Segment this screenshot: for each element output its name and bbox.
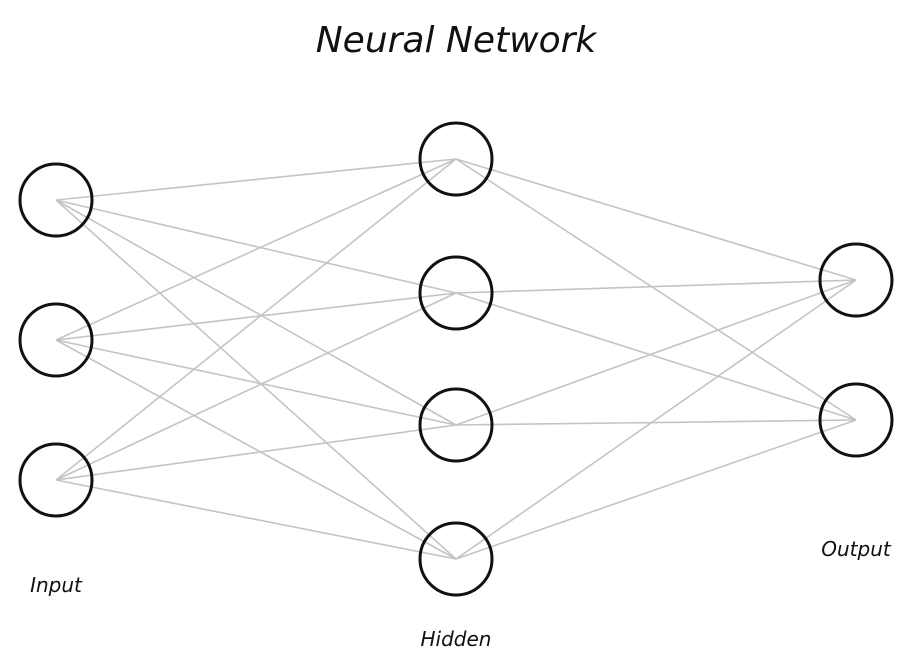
edge-input-1-to-hidden-1 (55, 158, 457, 201)
hidden-node-1 (418, 121, 494, 197)
edge-hidden-3-to-output-2 (455, 419, 857, 426)
edge-input-2-to-hidden-4 (55, 339, 457, 560)
output-node-2 (818, 382, 894, 458)
edge-input-3-to-hidden-3 (55, 424, 457, 481)
hidden-node-3 (418, 387, 494, 463)
hidden-node-4 (418, 521, 494, 597)
edge-input-2-to-hidden-2 (55, 292, 457, 341)
input-node-2 (18, 302, 94, 378)
edge-input-3-to-hidden-1 (55, 158, 457, 481)
edge-hidden-2-to-output-1 (455, 279, 857, 294)
edge-hidden-2-to-output-2 (455, 292, 857, 421)
hidden-node-2 (418, 255, 494, 331)
layer-label-output: Output (821, 537, 892, 561)
edge-input-2-to-hidden-3 (55, 339, 457, 426)
input-node-3 (18, 442, 94, 518)
edge-input-1-to-hidden-4 (55, 199, 457, 560)
edge-hidden-1-to-output-1 (455, 158, 857, 281)
edge-hidden-1-to-output-2 (455, 158, 857, 421)
edge-hidden-3-to-output-1 (455, 279, 857, 426)
diagram-title: Neural Network (316, 20, 599, 61)
edge-input-1-to-hidden-2 (55, 199, 457, 294)
layer-label-input: Input (30, 573, 83, 597)
edge-hidden-4-to-output-2 (455, 419, 857, 560)
edge-input-3-to-hidden-4 (55, 479, 457, 560)
connections (55, 158, 857, 560)
edge-input-1-to-hidden-3 (55, 199, 457, 426)
input-node-1 (18, 162, 94, 238)
edge-hidden-4-to-output-1 (455, 279, 857, 560)
layer-label-hidden: Hidden (421, 627, 492, 651)
edge-input-3-to-hidden-2 (55, 292, 457, 481)
neurons (18, 121, 894, 597)
edge-input-2-to-hidden-1 (55, 158, 457, 341)
output-node-1 (818, 242, 894, 318)
